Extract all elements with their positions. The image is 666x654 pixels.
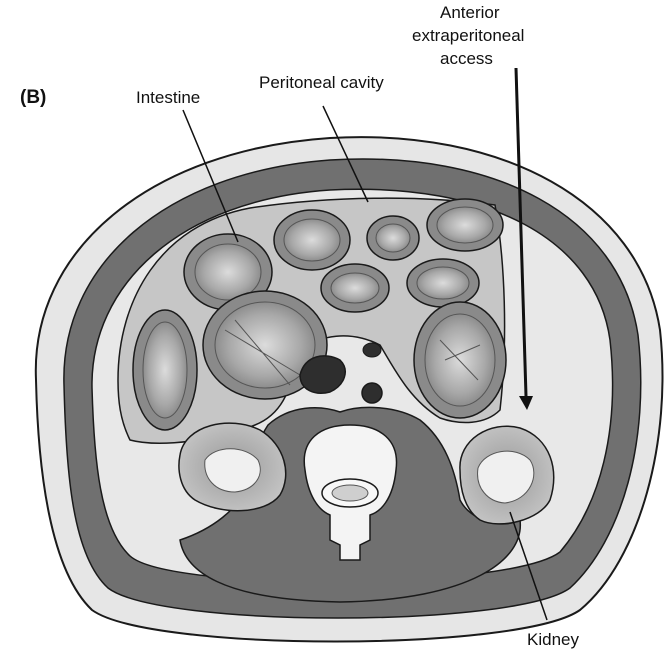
anterior-label-line1: Anterior [440,3,500,22]
left-kidney [179,423,286,511]
kidney-label: Kidney [527,630,579,649]
anterior-label-line2: extraperitoneal [412,26,524,45]
intestine-label: Intestine [136,88,200,107]
peritoneal-cavity-label: Peritoneal cavity [259,73,384,92]
right-kidney [460,426,554,524]
panel-label: (B) [20,87,46,108]
anterior-label-line3: access [440,49,493,68]
aorta [362,383,382,403]
